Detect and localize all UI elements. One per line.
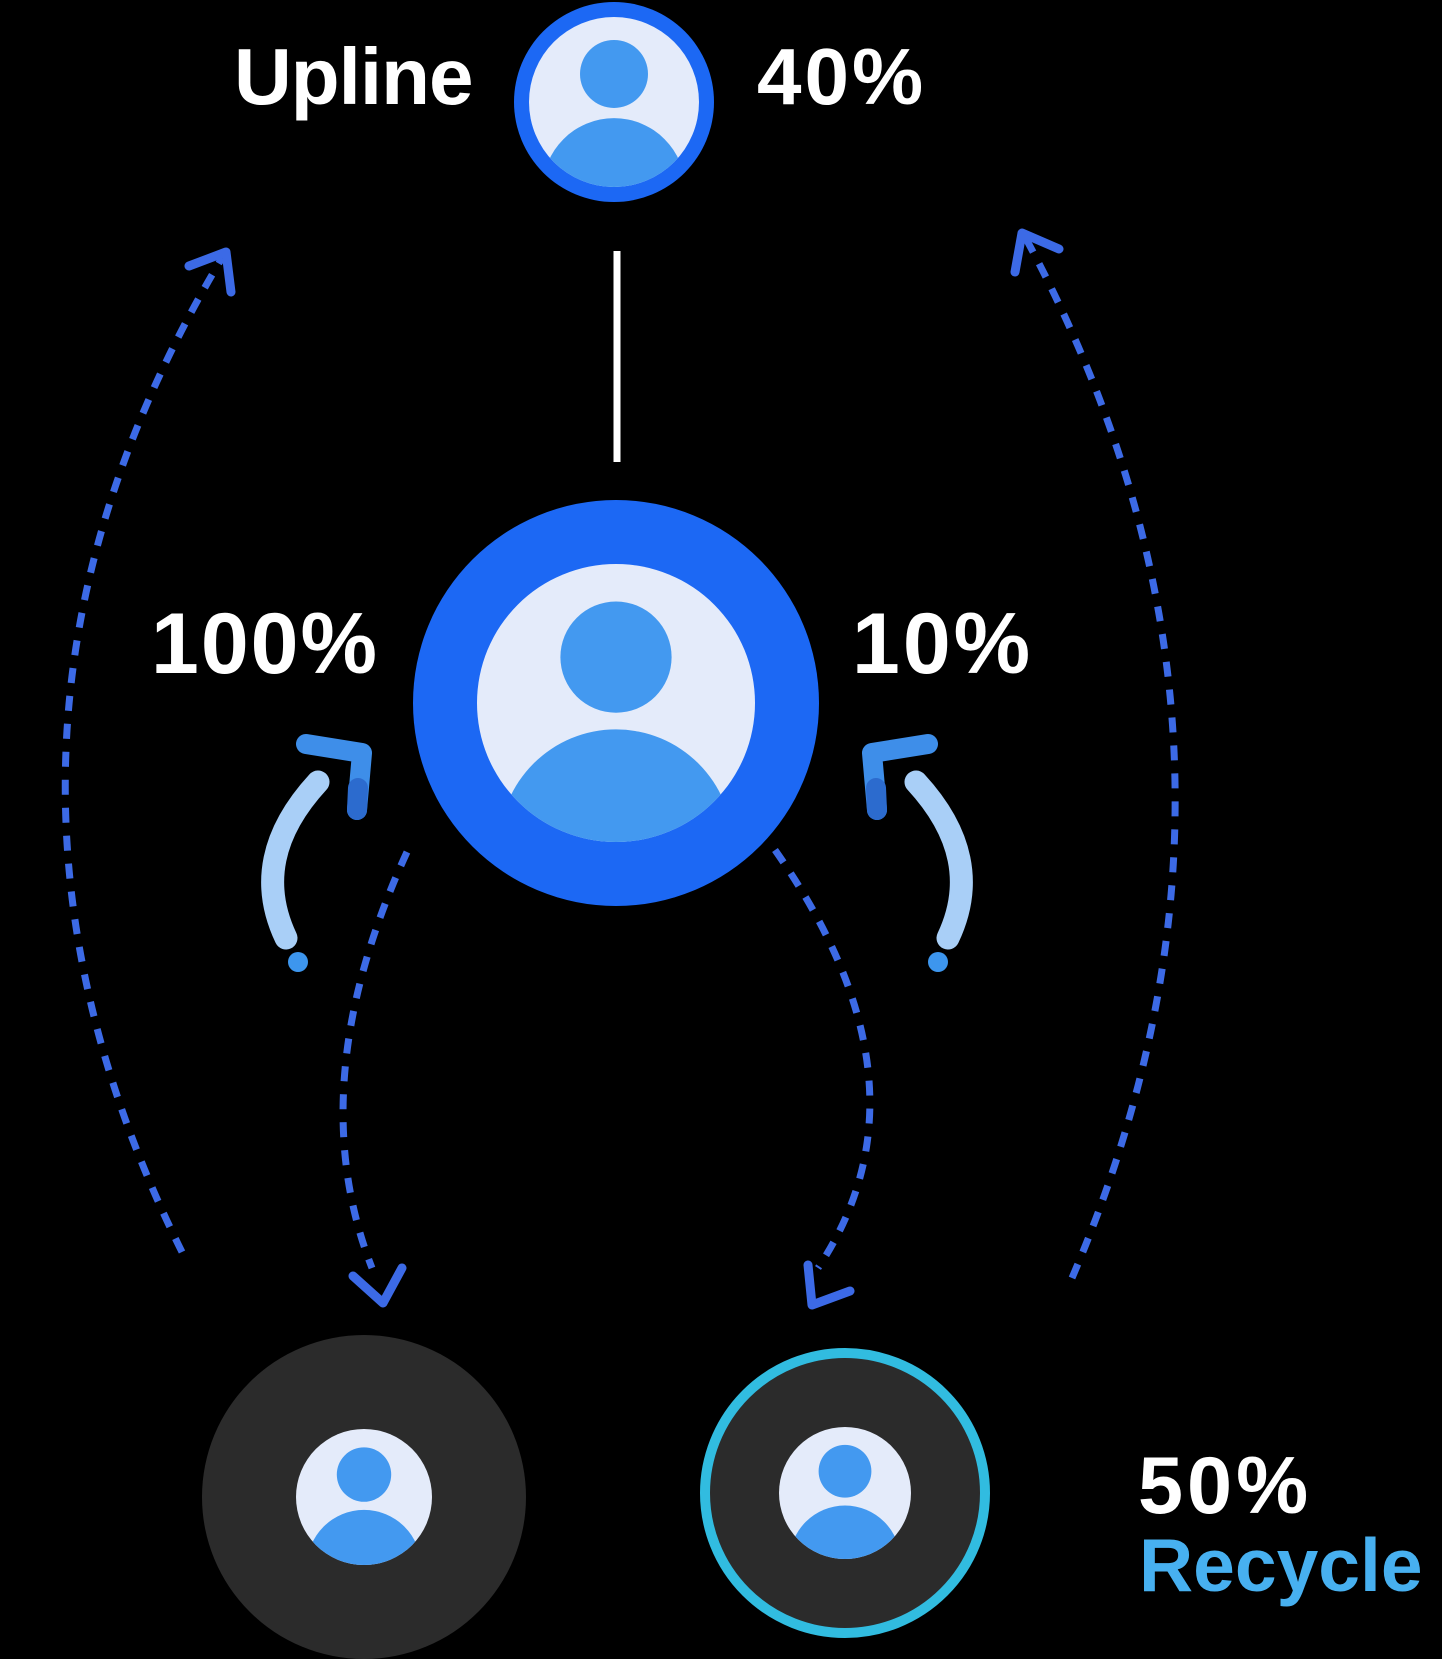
person-icon	[529, 17, 699, 261]
outer-right-arrowhead-icon	[1010, 228, 1064, 277]
upline-label: Upline	[234, 32, 473, 121]
inner-right-arrowhead-icon	[803, 1260, 855, 1310]
upline-percent-label: 40%	[757, 32, 927, 121]
recycle-percent-label: 50%	[1138, 1441, 1313, 1531]
right-curl-arrow	[904, 770, 973, 950]
outer-left-dashed-curve	[61, 256, 226, 1254]
downline-left-avatar	[202, 1335, 526, 1659]
left-curl-arrowhead-shadow	[347, 778, 368, 820]
inner-left-arrowhead-icon	[348, 1263, 407, 1308]
downline-right-avatar	[700, 1348, 990, 1638]
outer-left-arrowhead-icon	[184, 247, 236, 297]
right-curl-arrowhead-shadow	[866, 778, 887, 820]
member-avatar	[413, 500, 819, 963]
left-curl-dot	[288, 952, 308, 972]
left-percent-label: 100%	[151, 596, 379, 692]
recycle-label: Recycle	[1139, 1523, 1423, 1607]
right-percent-label: 10%	[852, 596, 1034, 692]
inner-right-dashed-curve	[772, 847, 874, 1270]
upline-avatar	[514, 2, 714, 261]
right-curl-dot	[928, 952, 948, 972]
left-curl-arrow	[261, 770, 330, 950]
outer-right-dashed-curve	[1020, 233, 1179, 1280]
inner-left-dashed-curve	[339, 850, 411, 1270]
